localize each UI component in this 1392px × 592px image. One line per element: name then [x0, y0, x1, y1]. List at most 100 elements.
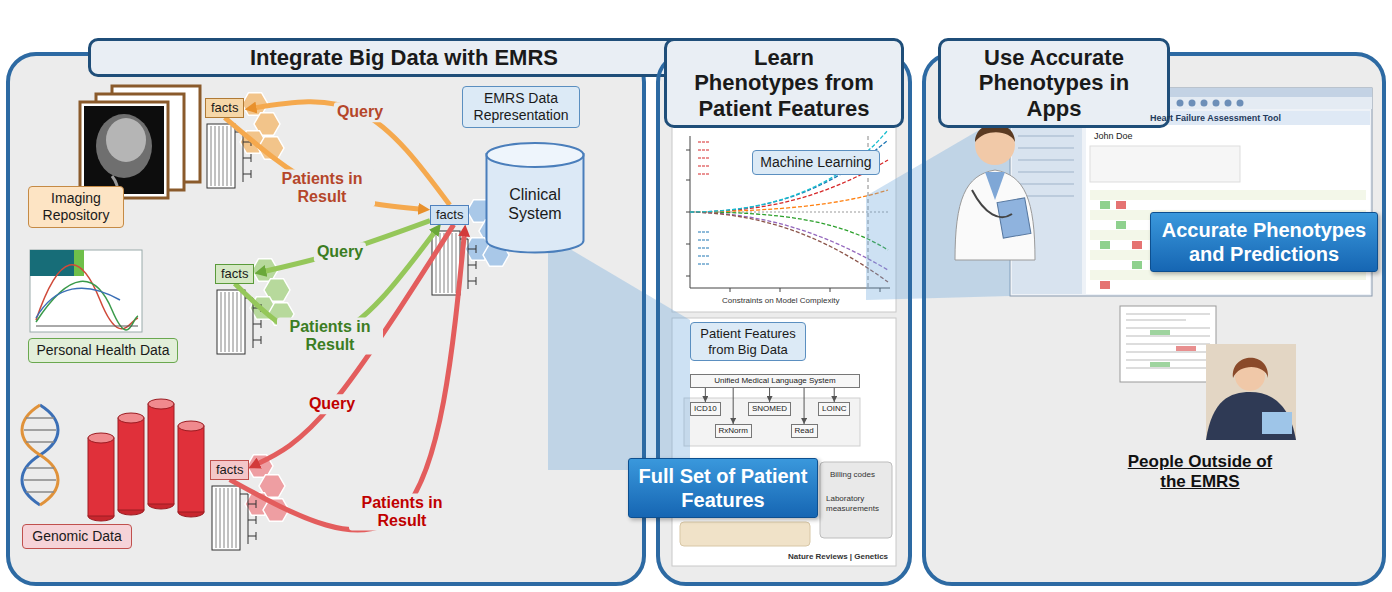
app-screenshot — [1225, 100, 1232, 107]
database-cylinder: Clinical System — [485, 142, 585, 254]
box-text: facts — [436, 207, 463, 223]
source-label: Personal Health Data — [28, 338, 178, 363]
doctor-figure — [955, 170, 1035, 260]
vocabulary-box: ICD10 — [690, 402, 721, 416]
facts-box: facts — [205, 98, 244, 118]
app-screenshot — [1213, 100, 1220, 107]
app-screenshot — [1132, 261, 1142, 269]
health-chart — [36, 281, 138, 330]
vocabulary-box: SNOMED — [748, 402, 791, 416]
facts-box: facts — [215, 264, 254, 284]
vocabulary-box: LOINC — [818, 402, 850, 416]
vocabulary-link — [834, 388, 835, 402]
app-screenshot — [1100, 201, 1142, 269]
box-text: EMRS Data Representation — [469, 90, 573, 124]
coefficient-chart — [698, 232, 710, 264]
app-screenshot — [1018, 124, 1074, 196]
coefficient-chart — [672, 126, 896, 312]
query-arrow — [230, 233, 465, 530]
audience-caption: People Outside of the EMRS — [1120, 452, 1280, 493]
app-screenshot — [1100, 201, 1142, 289]
genome-storage — [178, 426, 204, 512]
panel-heading: Use Accurate Phenotypes in Apps — [938, 38, 1170, 128]
panel-ground — [6, 52, 1386, 586]
app-screenshot — [1177, 100, 1184, 107]
vocabulary-figure — [684, 398, 860, 446]
app-screenshot — [1116, 221, 1126, 229]
coefficient-chart — [686, 150, 880, 292]
genome-storage — [88, 433, 114, 443]
axis-label: Constraints on Model Complexity — [722, 296, 839, 306]
box-text: Unified Medical Language System — [694, 376, 856, 386]
app-screenshot — [1189, 100, 1196, 107]
report-printout — [1120, 306, 1216, 382]
source-label: Genomic Data — [22, 524, 132, 549]
representation-label: EMRS Data Representation — [462, 86, 580, 128]
app-screenshot — [1100, 201, 1110, 209]
vocabulary-figure — [680, 522, 810, 546]
box-text: SNOMED — [752, 404, 787, 414]
health-chart — [36, 265, 138, 329]
health-chart — [74, 250, 84, 276]
app-screenshot — [1090, 190, 1366, 200]
field-label: Laboratory measurements — [826, 494, 890, 513]
facts-box: facts — [210, 460, 249, 480]
panel-heading: Integrate Big Data with EMRS — [88, 38, 720, 77]
vocabulary-link — [705, 388, 706, 402]
app-screenshot — [1237, 100, 1244, 107]
cylinder-outline — [487, 143, 584, 167]
box-text: facts — [221, 266, 248, 282]
person-photo — [1206, 392, 1296, 440]
query-arrow — [225, 118, 422, 210]
genome-storage — [148, 404, 174, 504]
vocabulary-link — [733, 388, 734, 424]
query-arrow — [256, 225, 454, 465]
app-screenshot — [1100, 241, 1110, 249]
arrow-label: Patients in Result — [277, 317, 383, 354]
dna-helix — [24, 418, 56, 492]
health-chart — [36, 288, 120, 318]
patient-name: John Doe — [1094, 131, 1133, 142]
box-text: Genomic Data — [29, 528, 125, 545]
source-label: Imaging Repository — [28, 186, 124, 228]
dna-helix — [22, 405, 58, 505]
source-credit: Nature Reviews | Genetics — [788, 552, 888, 562]
query-arrow — [263, 221, 430, 272]
vocabulary-figure — [672, 318, 896, 566]
report-printout — [1120, 306, 1216, 382]
vocabulary-link — [769, 388, 770, 402]
flow-funnel — [548, 236, 690, 470]
genome-storage — [88, 399, 204, 521]
doctor-figure — [975, 125, 1015, 165]
coefficient-chart — [690, 212, 888, 270]
callout-banner: Accurate Phenotypes and Predictions — [1150, 212, 1378, 272]
imaging-stack — [84, 106, 164, 194]
box-text: Patient Features from Big Data — [697, 326, 799, 357]
box-text: Personal Health Data — [35, 342, 171, 359]
callout-banner: Full Set of Patient Features — [628, 458, 818, 518]
genome-storage — [178, 421, 204, 431]
person-photo — [1206, 344, 1296, 440]
person-photo — [1262, 412, 1292, 434]
genome-storage — [118, 418, 144, 510]
arrow-label: Query — [306, 394, 358, 414]
coefficient-chart — [690, 140, 888, 212]
box-text: Machine Learning — [759, 154, 873, 171]
person-photo — [1206, 344, 1296, 440]
imaging-stack — [106, 118, 146, 162]
box-text: Clinical System — [491, 185, 579, 223]
coefficient-chart — [690, 190, 888, 212]
app-screenshot — [1100, 281, 1110, 289]
coefficient-chart — [690, 136, 890, 288]
process-panel: Use Accurate Phenotypes in AppsAccurate … — [922, 52, 1386, 586]
box-text: Read — [795, 426, 814, 436]
field-label: Billing codes — [830, 470, 875, 480]
health-chart — [30, 250, 142, 332]
genome-storage — [118, 413, 144, 423]
app-screenshot — [1116, 201, 1126, 209]
flow-funnel — [548, 112, 1010, 470]
report-printout — [1126, 314, 1210, 368]
coefficient-chart — [672, 126, 896, 312]
